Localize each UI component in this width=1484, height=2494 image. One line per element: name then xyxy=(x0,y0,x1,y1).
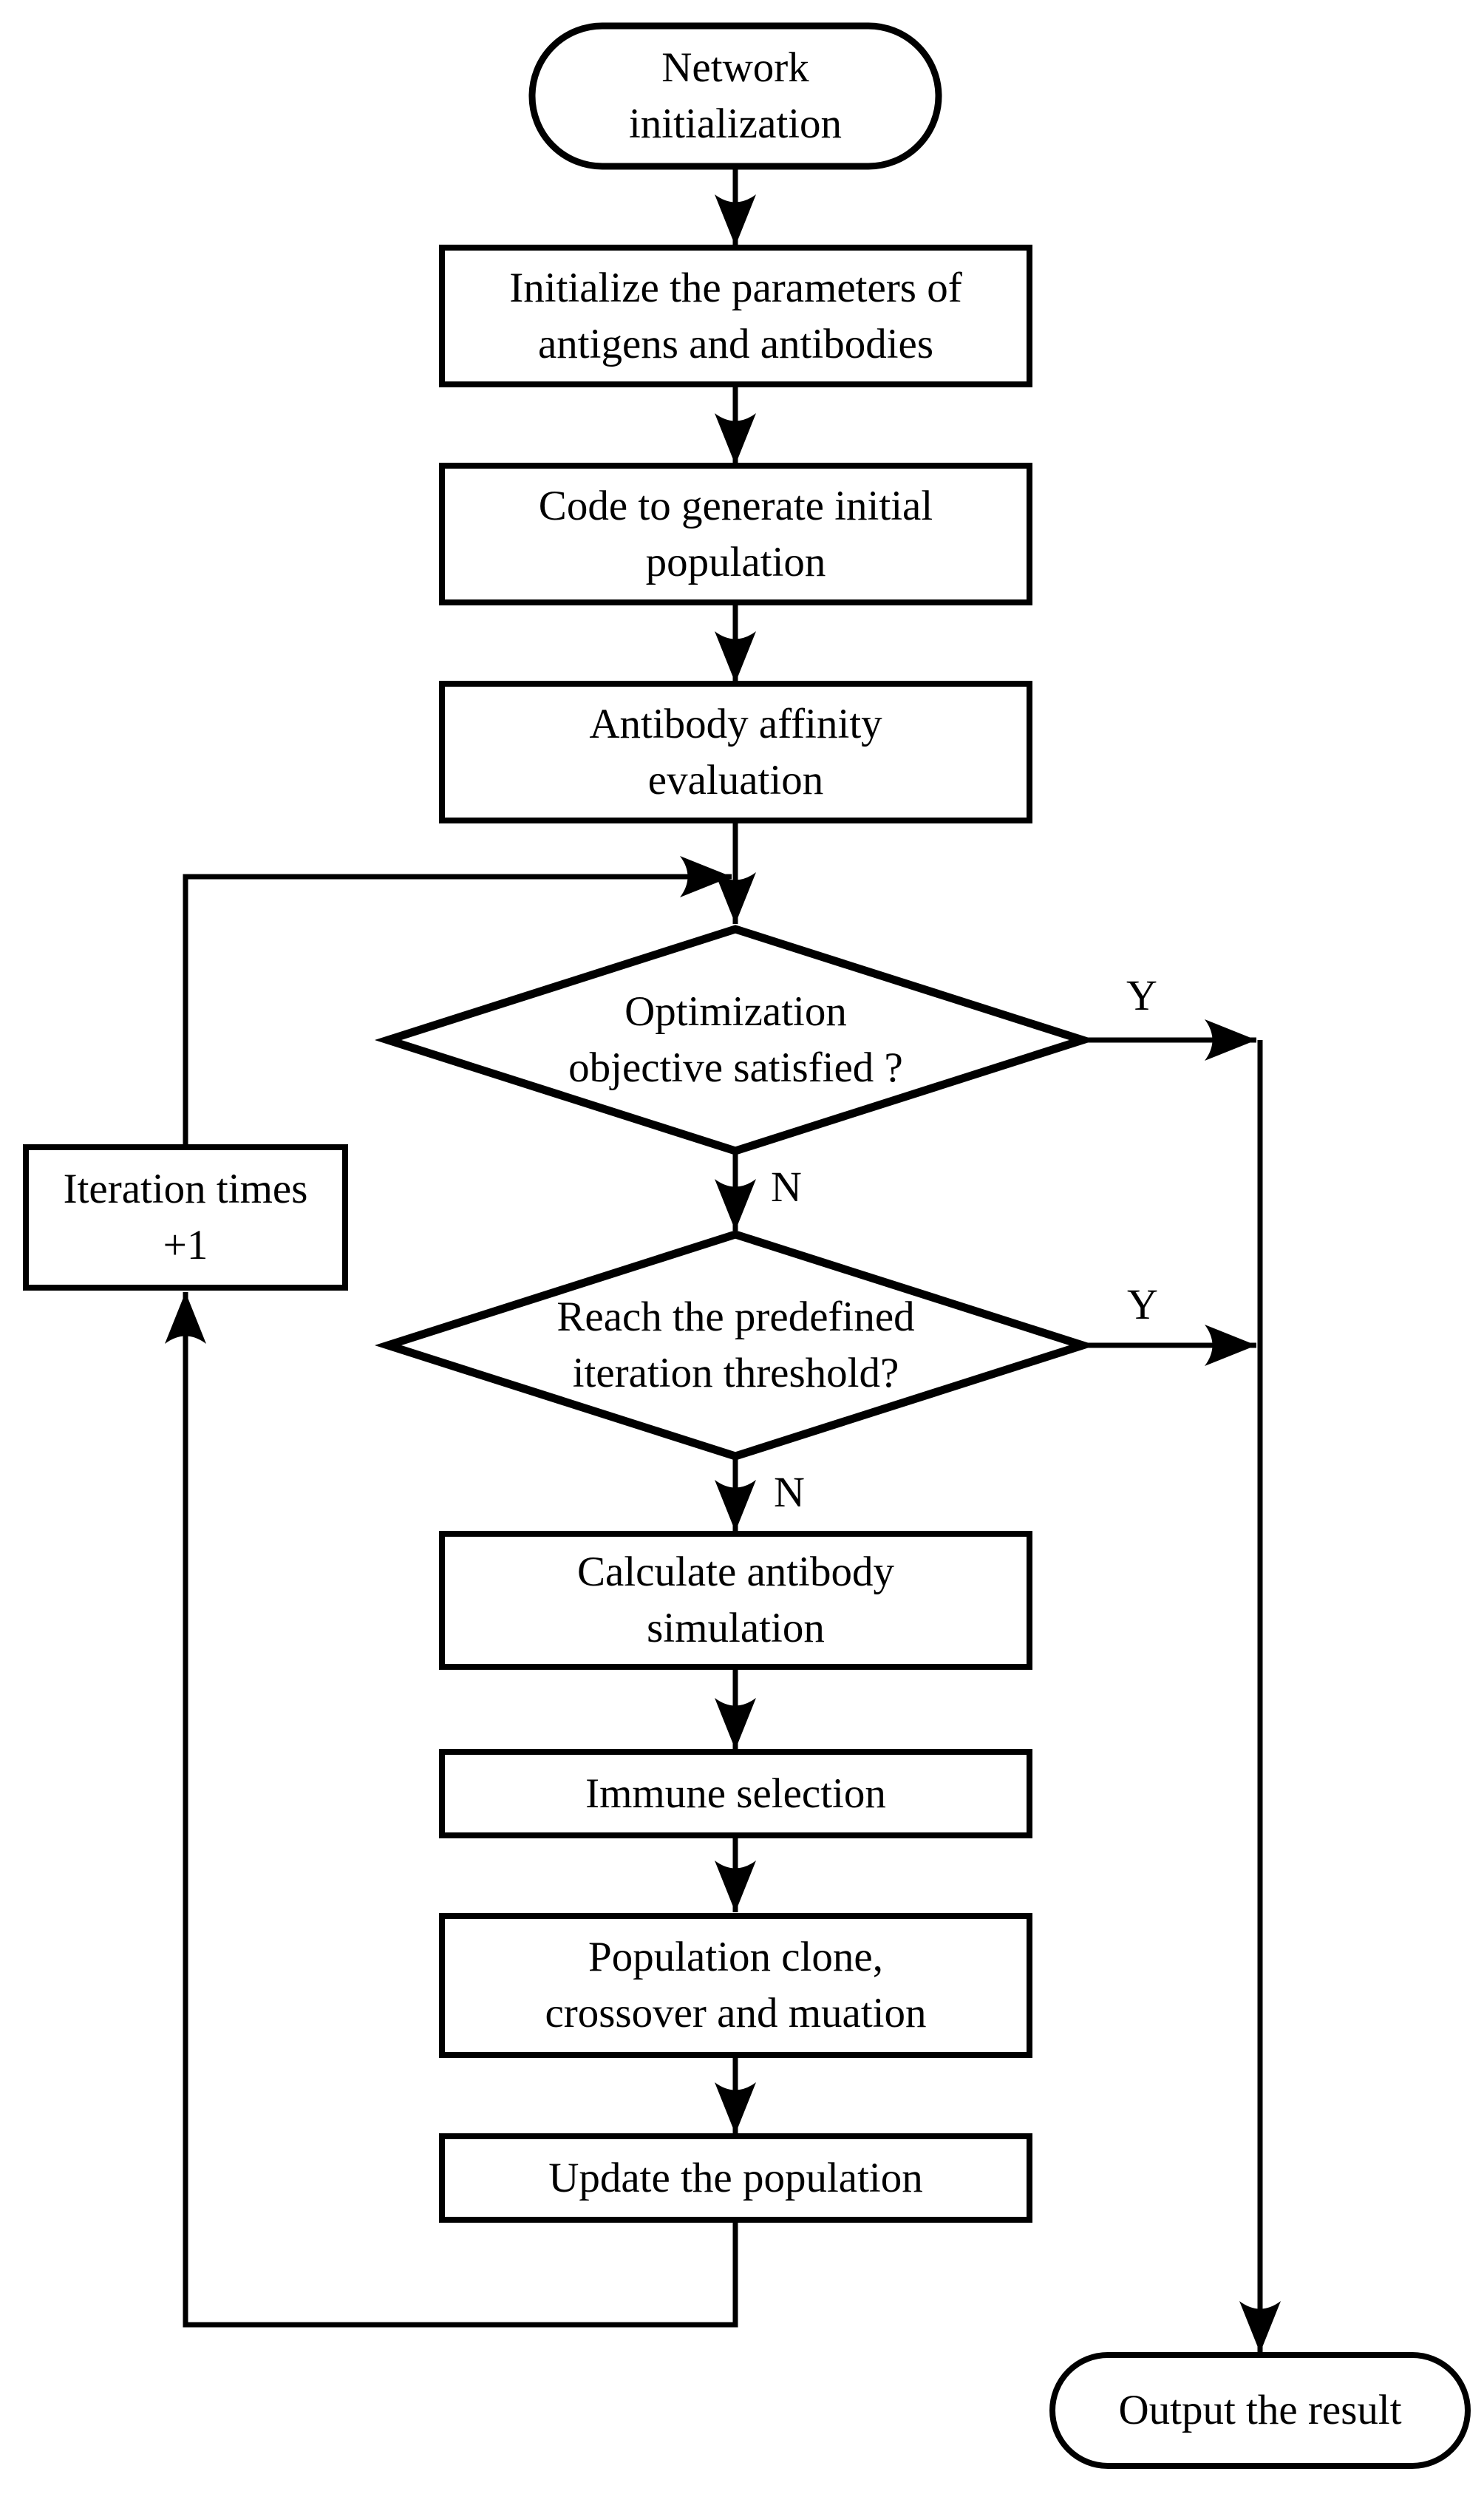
arrow-iteration-feedback xyxy=(183,856,732,1147)
process-iteration-times-shape xyxy=(23,1144,348,1291)
terminator-output-shape xyxy=(1049,2352,1471,2469)
process-affinity-eval-shape xyxy=(439,681,1032,823)
process-calc-simulation-shape xyxy=(439,1531,1032,1670)
process-update-population-shape xyxy=(439,2133,1032,2223)
decision-optimization-shape xyxy=(374,925,1097,1155)
process-population-clone-shape xyxy=(439,1913,1032,2058)
process-code-generate-shape xyxy=(439,463,1032,605)
terminator-start-shape xyxy=(528,22,942,170)
arrow-update-loop xyxy=(165,1292,738,2328)
decision-threshold-shape xyxy=(374,1230,1097,1461)
process-init-parameters-shape xyxy=(439,245,1032,387)
process-immune-selection-shape xyxy=(439,1749,1032,1838)
